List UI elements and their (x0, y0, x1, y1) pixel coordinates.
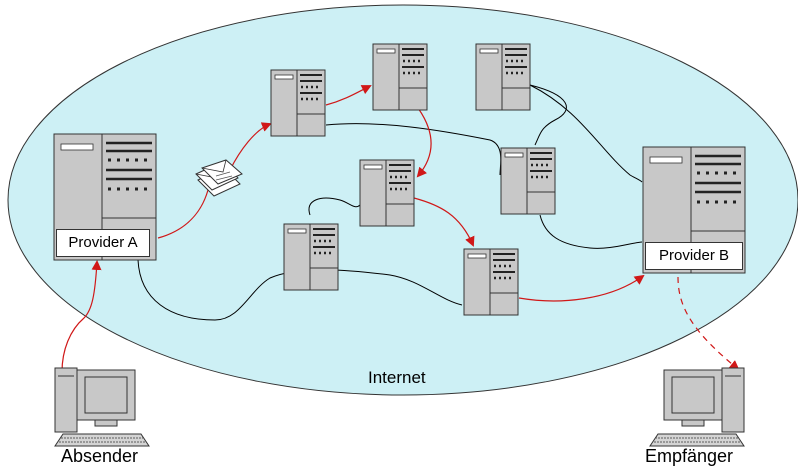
sender-computer-icon (54, 367, 150, 447)
sender-label: Absender (61, 446, 139, 466)
server-icon (474, 42, 532, 112)
server-icon (462, 247, 520, 317)
server-icon (499, 146, 557, 216)
envelope-icon (195, 159, 243, 197)
provider-a-label: Provider A (56, 229, 150, 257)
receiver-label: Empfänger (645, 446, 734, 466)
receiver-computer-icon (649, 367, 745, 447)
server-icon (358, 158, 416, 228)
provider-b-label: Provider B (645, 242, 743, 270)
mail-route-arrows (61, 85, 740, 373)
internet-label: Internet (368, 368, 426, 387)
server-icon (269, 68, 327, 138)
server-icon (371, 42, 429, 112)
server-icon (282, 222, 340, 292)
